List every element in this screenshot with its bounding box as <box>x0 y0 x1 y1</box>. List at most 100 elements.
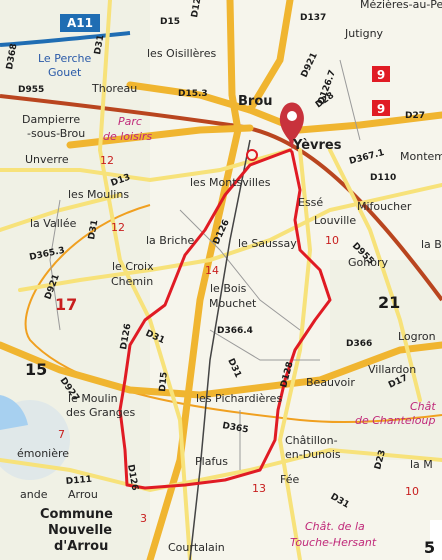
town-les-moulins: les Moulins <box>68 188 129 201</box>
town-montemont: Montem <box>400 150 442 163</box>
town-les-pichardieres: les Pichardières <box>196 392 282 405</box>
distance-7: 7 <box>58 428 65 441</box>
road-d31-mid: D31 <box>87 219 100 240</box>
road-d31-top: D31 <box>93 34 106 55</box>
poi-chateau-1: Chât <box>410 400 436 413</box>
town-les-oisilleres: les Oisillères <box>147 47 216 60</box>
town-esse: Essé <box>298 196 323 209</box>
km-squares: 9 9 <box>372 66 390 116</box>
road-d366-4: D366.4 <box>217 326 253 336</box>
town-thoreau: Thoreau <box>91 82 137 95</box>
town-le-bois-2: Mouchet <box>209 297 257 310</box>
road-d126-low: D126 <box>125 464 139 492</box>
town-plafus: Plafus <box>195 455 228 468</box>
svg-text:9: 9 <box>377 102 385 116</box>
town-la-vallee: la Vallée <box>30 217 77 230</box>
town-dampierre-2: -sous-Brou <box>27 127 85 140</box>
town-logron: Logron <box>398 330 436 343</box>
road-d111: D111 <box>65 475 92 487</box>
poi-touche-1: Chât. de la <box>305 520 365 533</box>
road-d27: D27 <box>405 111 425 121</box>
svg-text:9: 9 <box>377 68 385 82</box>
town-mifoucher: Mifoucher <box>357 200 412 213</box>
motorway-shield <box>60 14 100 32</box>
distance-labels: 12 12 10 14 7 13 10 3 5 <box>58 154 435 557</box>
department-15: 15 <box>25 360 47 379</box>
town-chatillon-1: Châtillon- <box>285 434 338 447</box>
town-dampierre-1: Dampierre <box>22 113 80 126</box>
town-la-briche: la Briche <box>146 234 194 247</box>
town-courtalain: Courtalain <box>168 541 225 554</box>
motorway-a11 <box>0 31 131 47</box>
department-17: 17 <box>55 295 77 314</box>
town-labels: Brou Yèvres Jutigny Mézières-au-Perche l… <box>17 0 442 554</box>
town-unverre: Unverre <box>25 153 69 166</box>
edge-number: 5 <box>424 538 435 557</box>
edge-strip <box>430 520 442 560</box>
town-le-croix-2: Chemin <box>111 275 153 288</box>
town-ande: ande <box>20 488 48 501</box>
town-commune-3: d'Arrou <box>54 539 108 554</box>
town-louville: Louville <box>314 214 356 227</box>
motorway-label: A11 <box>67 16 93 30</box>
town-les-montsvilles: les Montsvilles <box>190 176 271 189</box>
poi-touche-2: Touche-Hersant <box>290 536 377 549</box>
town-fee: Fée <box>280 473 299 486</box>
road-d368: D368 <box>5 43 19 71</box>
town-arrou: Arrou <box>68 488 98 501</box>
road-d137: D137 <box>300 13 326 23</box>
poi-chateau-2: de Chanteloup <box>355 414 435 427</box>
town-le-perche-2: Gouet <box>48 66 82 79</box>
town-le-saussay: le Saussay <box>238 237 297 250</box>
road-d126-left: D126 <box>119 323 133 351</box>
lake <box>0 395 28 430</box>
road-d23: D23 <box>373 449 388 471</box>
road-d15-3: D15.3 <box>178 89 208 99</box>
road-d955-top: D955 <box>18 85 44 95</box>
poi-parc-2: de loisirs <box>103 130 152 143</box>
distance-12a: 12 <box>100 154 114 167</box>
poi-labels: Parc de loisirs Chât de Chanteloup Chât.… <box>103 115 436 549</box>
distance-10b: 10 <box>405 485 419 498</box>
distance-edge: 5 <box>424 538 435 557</box>
town-villardon: Villardon <box>368 363 416 376</box>
road-d110: D110 <box>370 173 396 183</box>
town-le-moulin-2: des Granges <box>66 406 135 419</box>
distance-14: 14 <box>205 264 219 277</box>
railway <box>0 94 442 302</box>
distance-12b: 12 <box>111 221 125 234</box>
poi-parc-1: Parc <box>118 115 142 128</box>
road-d365: D365 <box>221 421 249 435</box>
town-le-bois-1: le Bois <box>210 282 247 295</box>
town-top-right: Mézières-au-Perche <box>360 0 442 11</box>
distance-13: 13 <box>252 482 266 495</box>
town-gohory: Gohory <box>348 256 388 269</box>
town-le-perche-1: Le Perche <box>38 52 92 65</box>
town-emoniere: émonière <box>17 447 69 460</box>
town-commune-1: Commune <box>40 507 113 522</box>
distance-10: 10 <box>325 234 339 247</box>
town-beauvoir: Beauvoir <box>306 376 355 389</box>
department-21: 21 <box>378 293 400 312</box>
town-chatillon-2: en-Dunois <box>285 448 341 461</box>
map-marker-pin[interactable] <box>279 102 304 151</box>
rail-branch <box>189 139 251 560</box>
town-la-b: la B <box>421 238 442 251</box>
minor-roads <box>49 59 361 470</box>
town-commune-2: Nouvelle <box>48 523 112 538</box>
distance-3: 3 <box>140 512 147 525</box>
road-d15: D15 <box>160 17 180 27</box>
town-la-m: la M <box>410 458 433 471</box>
town-yevres: Yèvres <box>292 138 342 153</box>
town-jutigny: Jutigny <box>344 27 384 40</box>
town-le-croix-1: le Croix <box>112 260 154 273</box>
road-d15-low: D15 <box>158 371 170 392</box>
road-d366: D366 <box>346 339 372 349</box>
route-loop <box>246 149 258 161</box>
cycling-route[interactable] <box>118 148 332 490</box>
town-le-moulin-1: le Moulin <box>68 392 118 405</box>
town-brou: Brou <box>238 94 273 109</box>
